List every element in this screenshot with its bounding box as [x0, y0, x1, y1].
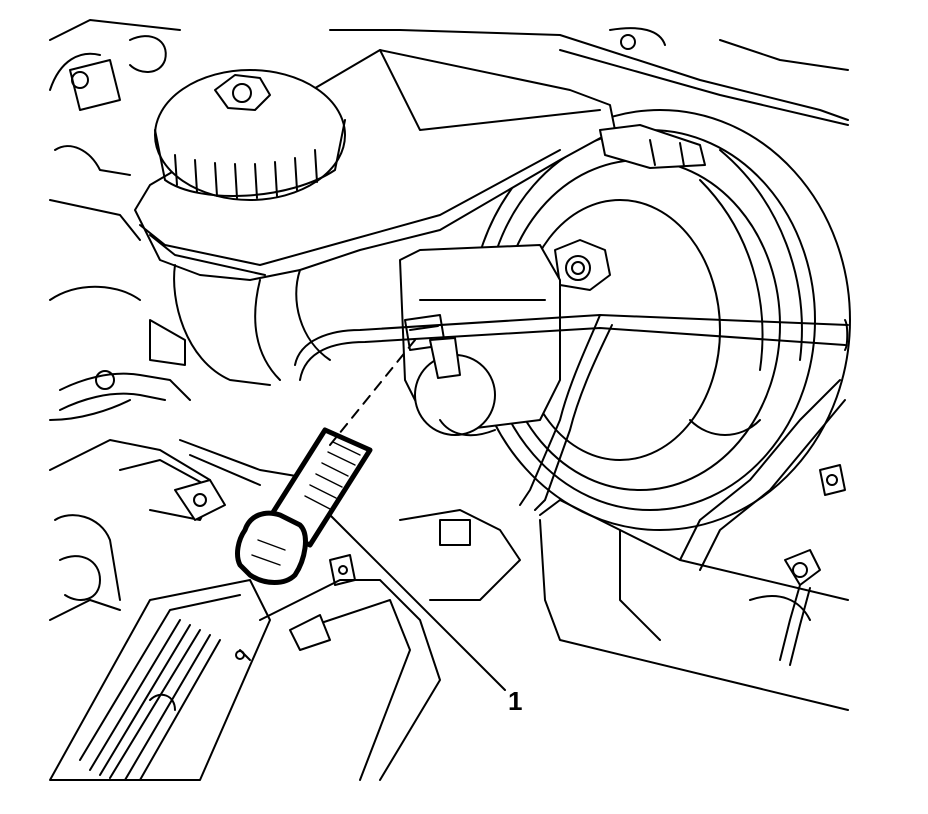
master-cylinder-body [399, 244, 561, 437]
reservoir-hose-connector [599, 124, 706, 169]
left-hoses [59, 319, 321, 601]
callout-1-leader-line [329, 514, 506, 691]
control-module [49, 579, 441, 781]
lower-bracket [329, 509, 521, 601]
reservoir-cap [154, 69, 346, 201]
upper-left-fitting [69, 35, 167, 111]
engine-bay-background [49, 19, 849, 621]
right-bracket [539, 379, 849, 711]
brake-fluid-level-sensor-connector [235, 427, 373, 585]
booster-mounting-nut [554, 239, 611, 291]
connector-routing-dashes [329, 339, 416, 446]
master-cylinder-reservoir [134, 49, 616, 386]
brake-lines [294, 314, 849, 511]
callout-1-label: 1 [508, 686, 522, 716]
